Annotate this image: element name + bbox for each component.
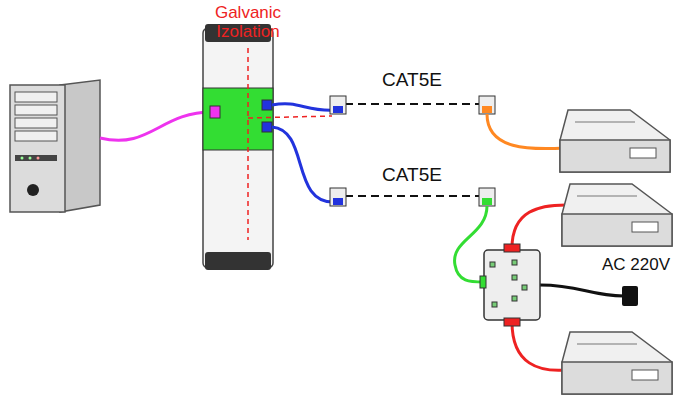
rj45-socket: [330, 96, 346, 114]
rj45-socket: [330, 188, 346, 206]
printer-cable: [512, 322, 566, 370]
power-cable: [540, 285, 624, 296]
power-plug: [622, 286, 638, 306]
isolator-device: [203, 24, 273, 270]
cat5e-line: [345, 103, 480, 105]
patch-cable: [272, 127, 336, 202]
printer-cable: [455, 206, 487, 282]
cat5e-line: [345, 195, 480, 197]
cable-label: CAT5E: [380, 70, 444, 91]
printer-cable: [487, 114, 565, 149]
cable-label: CAT5E: [380, 165, 444, 186]
rj45-socket: [479, 188, 495, 206]
receipt-printer: [562, 332, 672, 394]
rj45-socket: [479, 96, 495, 114]
splitter-box: [480, 244, 540, 326]
printer-cable: [512, 205, 566, 248]
computer-tower: [10, 80, 100, 212]
isolation-line: [247, 48, 249, 240]
isolation-label: Galvanic Izolation: [191, 4, 305, 41]
isolation-line: [248, 116, 332, 118]
patch-cable: [272, 104, 336, 110]
usb-cable: [100, 112, 212, 140]
voltage-label: AC 220V: [600, 256, 672, 275]
receipt-printer: [560, 110, 670, 172]
receipt-printer: [562, 184, 672, 246]
